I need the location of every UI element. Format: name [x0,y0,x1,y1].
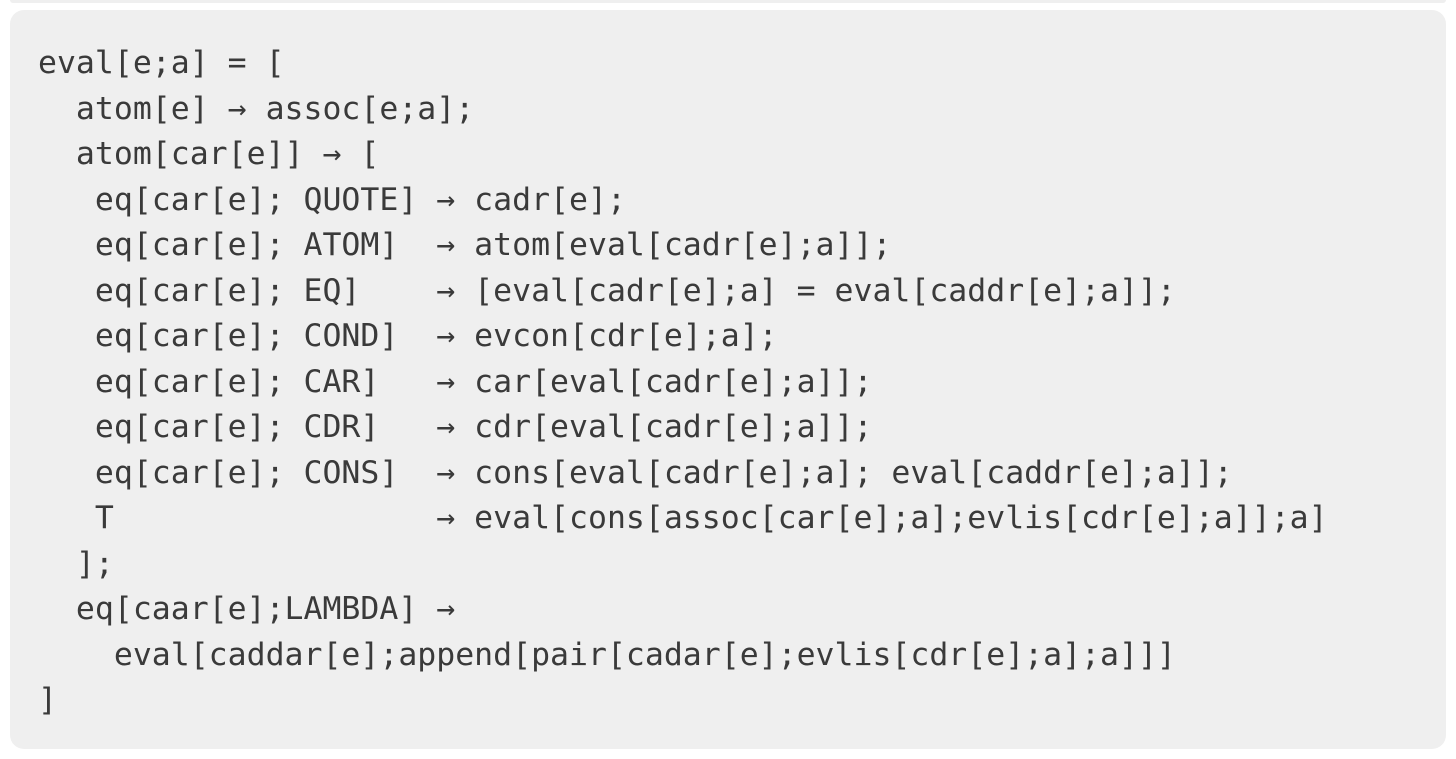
code-line: eq[car[e]; EQ] → [eval[cadr[e];a] = eval… [38,272,1176,309]
code-line: eval[caddar[e];append[pair[cadar[e];evli… [38,636,1176,673]
lisp-eval-code-block: eval[e;a] = [ atom[e] → assoc[e;a]; atom… [10,10,1446,749]
code-line: eq[car[e]; CAR] → car[eval[cadr[e];a]]; [38,363,873,400]
code-line: ]; [38,545,114,582]
code-line: atom[car[e]] → [ [38,136,380,172]
code-line: eq[car[e]; COND] → evcon[cdr[e];a]; [38,318,778,354]
code-line: eq[car[e]; CONS] → cons[eval[cadr[e];a];… [38,454,1233,491]
code-line: eq[car[e]; ATOM] → atom[eval[cadr[e];a]]… [38,227,892,263]
code-line: eq[car[e]; CDR] → cdr[eval[cadr[e];a]]; [38,409,873,445]
code-line: T → eval[cons[assoc[car[e];a];evlis[cdr[… [38,500,1328,536]
cropped-element-edge [10,0,1446,3]
code-line: eval[e;a] = [ [38,45,285,81]
code-line: eq[caar[e];LAMBDA] → [38,591,456,627]
code-line: ] [38,682,57,718]
code-line: eq[car[e]; QUOTE] → cadr[e]; [38,181,626,218]
code-line: atom[e] → assoc[e;a]; [38,90,475,127]
